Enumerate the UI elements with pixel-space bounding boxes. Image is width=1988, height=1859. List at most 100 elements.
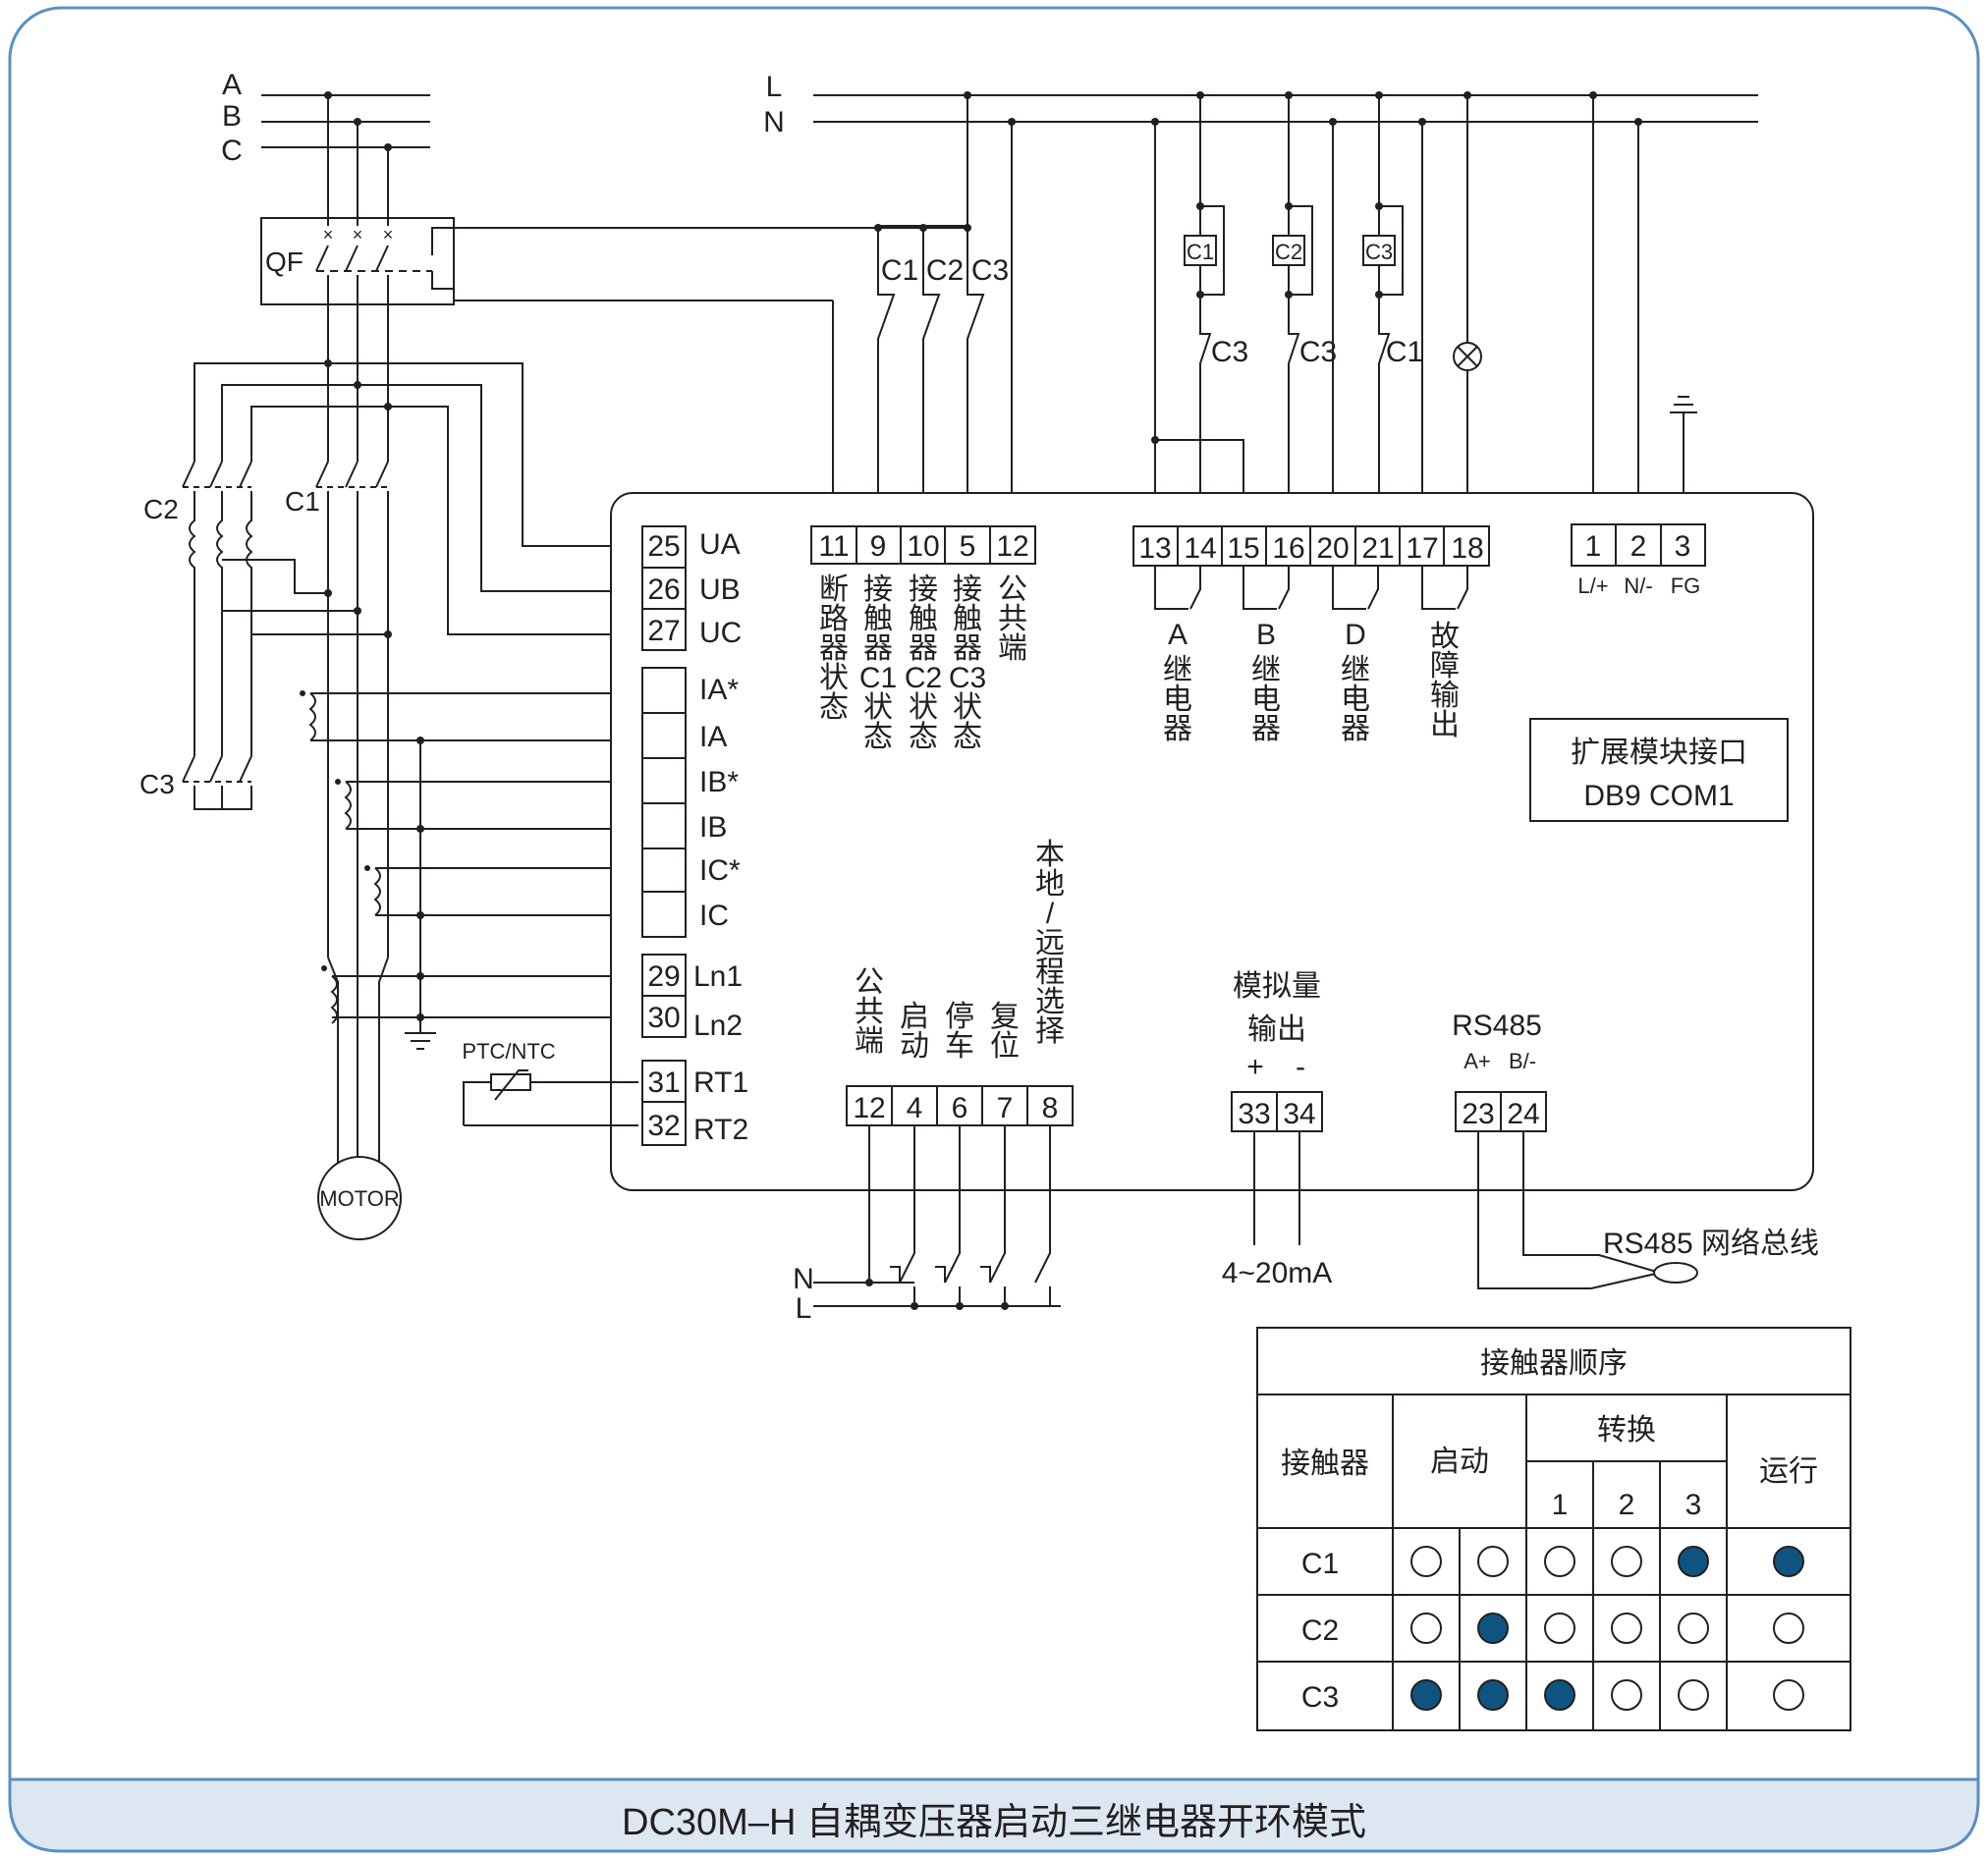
rt-terminals: 31 32 RT1 RT2 PTC/NTC (462, 1039, 748, 1146)
status-contacts: C1 C2 C3 (874, 95, 1013, 530)
label-ln2: Ln2 (693, 1010, 743, 1042)
label-ia: IA (699, 721, 727, 753)
state-dot (1544, 1679, 1575, 1711)
terminal-32: 32 (647, 1110, 680, 1142)
terminal-10: 10 (907, 530, 939, 563)
control-l-label: L (796, 1292, 812, 1325)
state-dot (1544, 1546, 1575, 1577)
power-label-n: N/- (1624, 574, 1652, 598)
relay-b-letter: B (1256, 619, 1276, 651)
contactor-c3-label: C3 (139, 769, 175, 799)
rs485-bus-label: RS485 网络总线 (1603, 1228, 1819, 1260)
analog-range: 4~20mA (1222, 1257, 1333, 1289)
rs485: RS485 A+ B/- 23 24 RS485 网络总线 (1452, 1010, 1819, 1289)
rs485-b-label: B/- (1509, 1049, 1536, 1073)
supply-n-label: N (763, 106, 785, 138)
row-c1-name: C1 (1301, 1548, 1339, 1580)
ptc-ntc-label: PTC/NTC (462, 1039, 555, 1064)
analog-output: 模拟量 输出 + - 33 34 4~20mA (1222, 970, 1333, 1289)
terminal-6: 6 (952, 1092, 968, 1124)
rs485-a-label: A+ (1463, 1049, 1491, 1073)
svg-text:×: × (323, 225, 334, 245)
sequence-table-title: 接触器顺序 (1480, 1347, 1628, 1380)
label-ln1: Ln1 (693, 960, 743, 993)
terminal-3: 3 (1675, 530, 1691, 563)
terminal-27: 27 (647, 615, 680, 647)
mains-taps (193, 359, 638, 635)
terminal-16: 16 (1272, 532, 1304, 565)
relay-terminal-block: 13 14 15 16 20 21 17 18 (1132, 525, 1490, 610)
col-contactor: 接触器 (1281, 1448, 1369, 1480)
row-c2-name: C2 (1301, 1614, 1339, 1647)
label-ua: UA (699, 528, 741, 561)
label-ia-star: IA* (699, 674, 739, 706)
label-rt2: RT2 (693, 1114, 748, 1146)
label-ub: UB (699, 574, 741, 606)
desc-control-common: 公共端 (855, 966, 884, 1058)
state-dot (1678, 1546, 1709, 1577)
row-c3-name: C3 (1301, 1681, 1339, 1714)
contactor-c1-label: C1 (285, 486, 320, 517)
relay-b-desc: 继电器 (1251, 654, 1281, 745)
status-label-c1: C1 (881, 254, 918, 287)
expansion-port: DB9 COM1 (1583, 780, 1734, 812)
svg-text:×: × (353, 225, 363, 245)
terminal-33: 33 (1238, 1098, 1270, 1130)
relay-coils: C1 C3 C2 C3 C3 C1 (1151, 95, 1482, 530)
terminal-1: 1 (1585, 530, 1602, 563)
switch-step-2: 2 (1619, 1489, 1635, 1521)
terminal-18: 18 (1451, 532, 1483, 565)
status-label-c2: C2 (926, 254, 964, 287)
coil-c2-interlock: C3 (1299, 336, 1337, 368)
state-dot (1477, 1613, 1509, 1644)
terminal-14: 14 (1184, 532, 1216, 565)
label-ib-star: IB* (699, 766, 739, 798)
ct-terminals: IA* IA IB* IB IC* IC (641, 667, 741, 938)
state-dot (1611, 1679, 1642, 1711)
control-wiring: N L (793, 1125, 1061, 1325)
state-dot (1773, 1613, 1804, 1644)
terminal-9: 9 (870, 530, 887, 563)
terminal-12-common: 12 (996, 530, 1028, 563)
diagram-caption: DC30M–H 自耦变压器启动三继电器开环模式 (622, 1802, 1366, 1843)
terminal-29: 29 (647, 960, 680, 993)
label-ib: IB (699, 811, 727, 844)
state-dot (1773, 1546, 1804, 1577)
contactor-c1: C1 (285, 461, 389, 957)
relay-a-desc: 继电器 (1163, 654, 1192, 745)
expansion-module: 扩展模块接口 DB9 COM1 (1529, 718, 1789, 822)
terminal-31: 31 (647, 1066, 680, 1099)
phase-label-c: C (221, 135, 243, 167)
state-dot (1678, 1613, 1709, 1644)
terminal-26: 26 (647, 574, 680, 606)
state-dot (1410, 1679, 1442, 1711)
controller-unit (610, 492, 1814, 1191)
state-dot (1678, 1679, 1709, 1711)
state-dot (1611, 1613, 1642, 1644)
terminal-4: 4 (907, 1092, 923, 1124)
terminal-7: 7 (997, 1092, 1014, 1124)
terminal-25: 25 (647, 530, 680, 563)
terminal-12-control: 12 (853, 1092, 885, 1124)
relay-a-letter: A (1168, 619, 1187, 651)
control-terminal-block: 12 4 6 7 8 (846, 1085, 1074, 1126)
desc-stop: 停车 (945, 1001, 974, 1063)
analog-plus: + (1246, 1051, 1264, 1083)
status-label-c3: C3 (971, 254, 1009, 287)
phase-bus: A B C (221, 69, 430, 226)
state-dot (1477, 1679, 1509, 1711)
terminal-15: 15 (1227, 532, 1259, 565)
state-dot (1410, 1546, 1442, 1577)
sequence-table: 接触器顺序 接触器 启动 转换 运行 1 2 3 C1 C2 C3 (1256, 1327, 1851, 1731)
analog-minus: - (1296, 1051, 1305, 1083)
phase-label-a: A (222, 69, 242, 101)
control-n-label: N (793, 1263, 814, 1295)
fault-output-desc: 故障输出 (1430, 621, 1460, 741)
current-transformers (300, 690, 638, 1050)
switch-step-3: 3 (1685, 1489, 1702, 1521)
